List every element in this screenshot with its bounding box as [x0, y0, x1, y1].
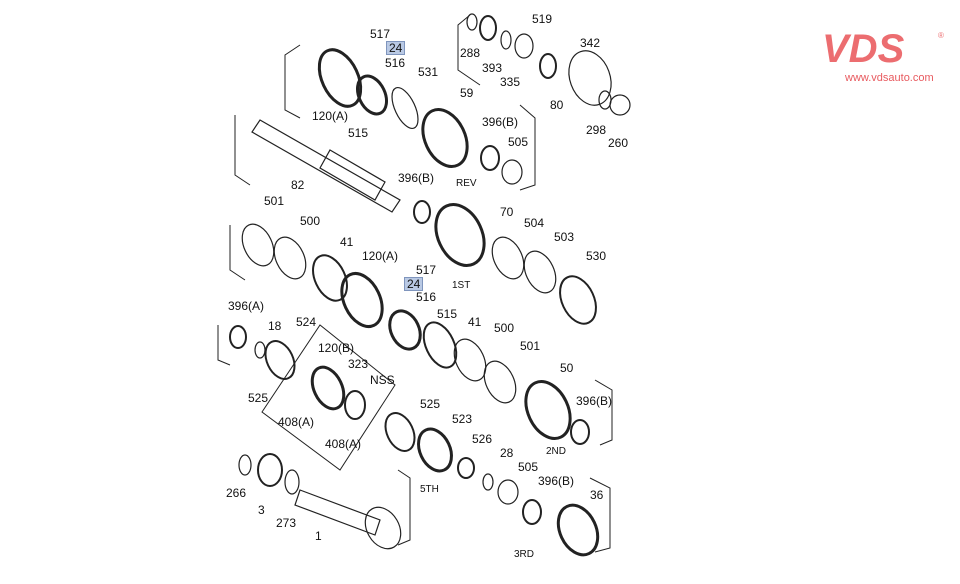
part-label: 396(B)	[576, 394, 613, 408]
logo-url[interactable]: www.vdsauto.com	[845, 72, 934, 84]
part-label: 396(B)	[482, 115, 519, 129]
part-label: 504	[524, 216, 545, 230]
part-label: 408(A)	[325, 437, 362, 451]
part-label: 50	[560, 361, 574, 375]
gear-tag: 2ND	[546, 446, 567, 457]
part-label: 524	[296, 315, 317, 329]
bracket-lines	[217, 14, 613, 553]
vds-logo: VDS ®	[822, 28, 944, 68]
svg-text:VDS: VDS	[822, 28, 905, 68]
gear-tag: REV	[456, 178, 477, 189]
part-label: 525	[420, 397, 441, 411]
part-label: 396(A)	[228, 299, 265, 313]
part-label: 273	[276, 516, 297, 530]
part-label: 80	[550, 98, 564, 112]
part-label: 120(A)	[312, 109, 349, 123]
shaft-82	[251, 119, 401, 213]
part-label: 393	[482, 61, 503, 75]
part-label: 526	[472, 432, 493, 446]
part-label: 396(B)	[398, 171, 435, 185]
gear-tag: 1ST	[452, 280, 471, 291]
part-label: 505	[508, 135, 529, 149]
gears-and-rings	[229, 13, 631, 557]
part-label: 260	[608, 136, 629, 150]
svg-text:®: ®	[938, 31, 944, 40]
part-label: NSS	[370, 373, 395, 387]
part-label: 408(A)	[278, 415, 315, 429]
part-label: 36	[590, 488, 604, 502]
part-label-highlighted[interactable]: 24	[386, 41, 406, 55]
part-label: 500	[494, 321, 515, 335]
part-label: 505	[518, 460, 539, 474]
part-label: 41	[468, 315, 482, 329]
part-label: 531	[418, 65, 439, 79]
gear-tag: 5TH	[420, 484, 439, 495]
part-label: 323	[348, 357, 369, 371]
gear-tag: 3RD	[514, 549, 535, 560]
part-label: 120(A)	[362, 249, 399, 263]
part-label: 517	[416, 263, 437, 277]
part-label: 396(B)	[538, 474, 575, 488]
part-label: 503	[554, 230, 575, 244]
part-label: 516	[385, 56, 406, 70]
part-label: 120(B)	[318, 341, 355, 355]
part-label: 515	[348, 126, 369, 140]
part-label: 59	[460, 86, 474, 100]
part-label: 41	[340, 235, 354, 249]
part-label: 342	[580, 36, 601, 50]
part-label: 517	[370, 27, 391, 41]
part-label: 500	[300, 214, 321, 228]
part-label: 525	[248, 391, 269, 405]
part-label: 516	[416, 290, 437, 304]
part-label: 70	[500, 205, 514, 219]
part-label: 266	[226, 486, 247, 500]
part-label: 1	[315, 529, 322, 543]
part-label: 519	[532, 12, 553, 26]
part-label: 335	[500, 75, 521, 89]
part-label: 3	[258, 503, 265, 517]
part-label: 523	[452, 412, 473, 426]
part-label-highlighted[interactable]: 24	[404, 277, 424, 291]
part-label: 18	[268, 319, 282, 333]
part-label: 515	[437, 307, 458, 321]
part-label: 501	[264, 194, 285, 208]
part-label: 28	[500, 446, 514, 460]
part-label: 82	[291, 178, 305, 192]
part-label: 298	[586, 123, 607, 137]
part-label: 288	[460, 46, 481, 60]
part-label: 530	[586, 249, 607, 263]
shaft-1	[294, 489, 402, 550]
part-label: 501	[520, 339, 541, 353]
